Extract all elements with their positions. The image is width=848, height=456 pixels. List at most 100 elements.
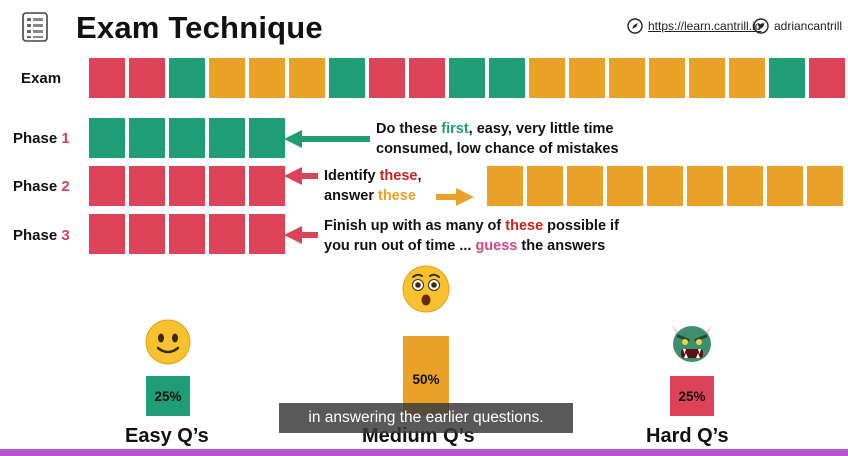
medium-share-bar: 50%: [403, 336, 449, 416]
phase1-label-text: Phase: [13, 130, 58, 147]
phase2-description: Identify these, answer these: [324, 166, 422, 206]
desc-text: the answers: [517, 238, 606, 254]
hard-percent: 25%: [678, 388, 706, 404]
desc-text: , easy, very little time: [468, 121, 614, 137]
phase2-label-text: Phase: [13, 178, 58, 195]
question-cell: [128, 213, 166, 255]
question-cell: [808, 57, 846, 99]
question-cell: [328, 57, 366, 99]
phase3-number: 3: [61, 227, 70, 244]
twitter-bird-icon: [753, 18, 769, 34]
question-cell: [486, 165, 524, 207]
hard-questions-label: Hard Q’s: [646, 425, 729, 447]
highlight-guess: guess: [475, 238, 518, 254]
arrow-right-orange-icon: [436, 188, 474, 206]
hard-share-bar: 25%: [670, 376, 714, 416]
question-cell: [728, 57, 766, 99]
ogre-face-icon: [672, 324, 712, 362]
question-cell: [208, 165, 246, 207]
question-cell: [168, 165, 206, 207]
question-cell: [88, 165, 126, 207]
smiling-face-icon: [145, 319, 191, 365]
question-cell: [88, 213, 126, 255]
desc-text: you run out of time ...: [324, 238, 476, 254]
compass-icon: [627, 18, 643, 34]
checklist-icon: [22, 12, 48, 42]
phase2-number: 2: [61, 178, 70, 195]
easy-percent: 25%: [154, 388, 182, 404]
exam-label-text: Exam: [21, 70, 62, 87]
exam-label: Exam: [21, 70, 61, 87]
question-cell: [248, 213, 286, 255]
question-cell: [128, 165, 166, 207]
arrow-left-red-icon: [284, 167, 318, 185]
exam-question-track: [88, 57, 848, 99]
question-cell: [368, 57, 406, 99]
highlight-these-red: these: [379, 168, 418, 184]
question-cell: [488, 57, 526, 99]
phase1-description: Do these first, easy, very little time c…: [376, 119, 619, 159]
question-cell: [128, 117, 166, 159]
question-cell: [686, 165, 724, 207]
question-cell: [806, 165, 844, 207]
question-cell: [248, 165, 286, 207]
phase1-question-track: [88, 117, 288, 159]
easy-questions-label: Easy Q’s: [125, 425, 209, 447]
twitter-handle[interactable]: adriancantrill: [774, 19, 843, 33]
medium-percent: 50%: [412, 372, 440, 387]
question-cell: [526, 165, 564, 207]
course-link-text[interactable]: https://learn.cantrill.io: [648, 19, 762, 33]
question-cell: [646, 165, 684, 207]
question-cell: [168, 117, 206, 159]
question-cell: [208, 117, 246, 159]
question-cell: [726, 165, 764, 207]
highlight-these-red: these: [505, 218, 544, 234]
desc-text: answer: [324, 188, 378, 204]
question-cell: [688, 57, 726, 99]
question-cell: [608, 57, 646, 99]
highlight-first: first: [441, 121, 469, 137]
question-cell: [648, 57, 686, 99]
question-cell: [248, 57, 286, 99]
question-cell: [128, 57, 166, 99]
question-cell: [88, 117, 126, 159]
question-cell: [766, 165, 804, 207]
desc-text: possible if: [543, 218, 619, 234]
phase3-label: Phase 3: [13, 227, 70, 244]
easy-share-bar: 25%: [146, 376, 190, 416]
question-cell: [528, 57, 566, 99]
phase3-description: Finish up with as many of these possible…: [324, 216, 619, 256]
question-cell: [248, 117, 286, 159]
progress-accent-bar: [0, 449, 848, 456]
phase2-deferred-track: [486, 165, 846, 207]
question-cell: [288, 57, 326, 99]
arrow-left-green-icon: [284, 130, 370, 148]
question-cell: [448, 57, 486, 99]
desc-text: consumed, low chance of mistakes: [376, 141, 619, 157]
desc-text: Finish up with as many of: [324, 218, 506, 234]
question-cell: [568, 57, 606, 99]
course-link[interactable]: https://learn.cantrill.io: [627, 18, 761, 34]
astonished-face-icon: [402, 265, 450, 313]
desc-text: Identify: [324, 168, 380, 184]
page-title: Exam Technique: [76, 10, 323, 45]
question-cell: [168, 213, 206, 255]
twitter-link[interactable]: adriancantrill: [753, 18, 842, 34]
question-cell: [88, 57, 126, 99]
phase2-label: Phase 2: [13, 178, 70, 195]
question-cell: [208, 57, 246, 99]
phase1-number: 1: [61, 130, 70, 147]
phase1-label: Phase 1: [13, 130, 70, 147]
phase3-question-track: [88, 213, 288, 255]
question-cell: [566, 165, 604, 207]
question-cell: [408, 57, 446, 99]
phase3-label-text: Phase: [13, 227, 58, 244]
desc-text: ,: [417, 168, 422, 184]
arrow-left-red-icon: [284, 226, 318, 244]
video-caption: in answering the earlier questions.: [279, 403, 573, 433]
highlight-these-orange: these: [378, 188, 416, 204]
desc-text: Do these: [376, 121, 442, 137]
question-cell: [606, 165, 644, 207]
question-cell: [768, 57, 806, 99]
